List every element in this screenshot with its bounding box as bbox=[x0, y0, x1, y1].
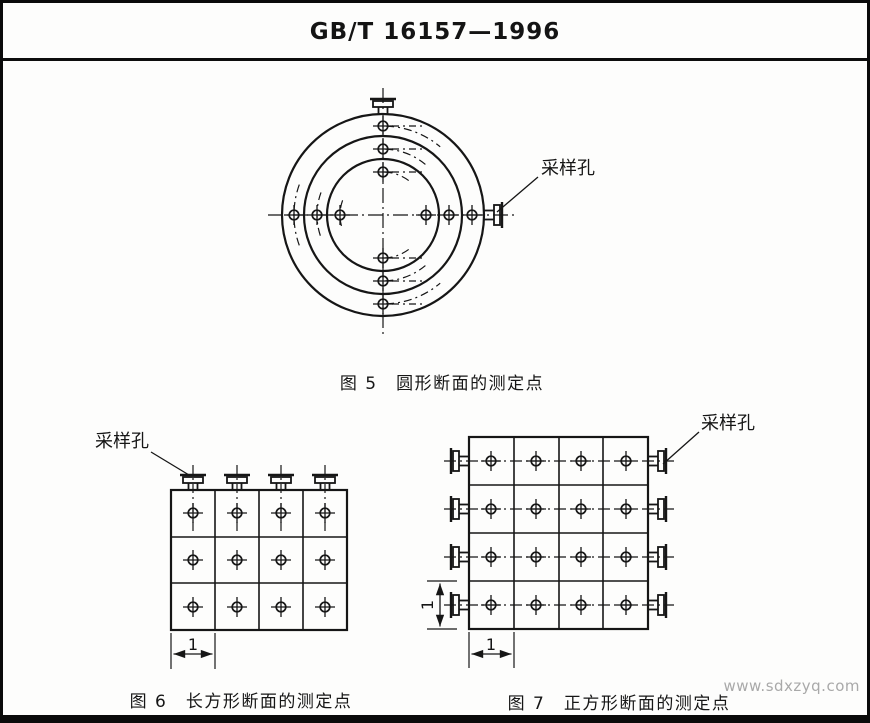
sampling-hole-label: 采样孔 bbox=[95, 431, 149, 452]
figure5-caption: 图 5 圆形断面的测定点 bbox=[339, 374, 545, 394]
figure6-rect-section: 1 采样孔 bbox=[95, 431, 349, 669]
figure6-caption: 图 6 长方形断面的测定点 bbox=[129, 692, 353, 712]
dimension-label-vertical: 1 bbox=[418, 600, 437, 610]
header-rule bbox=[3, 58, 867, 61]
width-dimension bbox=[170, 633, 216, 669]
dimension-label: 1 bbox=[188, 635, 198, 654]
sampling-port-top bbox=[368, 97, 398, 116]
point-dash-extensions bbox=[392, 125, 426, 305]
watermark: www.sdxzyq.com bbox=[723, 677, 860, 695]
port-centerlines bbox=[192, 465, 326, 531]
page-title: GB/T 16157—1996 bbox=[309, 19, 561, 45]
grid-lines bbox=[469, 437, 648, 629]
figure5-circular-section: 采样孔 bbox=[268, 88, 595, 337]
grid-lines bbox=[171, 490, 347, 630]
leader-line bbox=[150, 451, 190, 476]
width-dimension bbox=[468, 632, 515, 668]
leader-line bbox=[496, 176, 539, 213]
sampling-ports bbox=[178, 473, 340, 492]
dimension-label: 1 bbox=[486, 635, 496, 654]
figures-canvas: 采样孔 bbox=[95, 88, 755, 669]
sampling-hole-label: 采样孔 bbox=[541, 158, 595, 179]
height-dimension bbox=[427, 580, 457, 630]
sampling-hole-label: 采样孔 bbox=[701, 413, 755, 434]
leader-line bbox=[662, 431, 700, 465]
figure7-caption: 图 7 正方形断面的测定点 bbox=[507, 694, 731, 714]
figure7-square-section: 1 1 采样孔 bbox=[418, 413, 755, 668]
